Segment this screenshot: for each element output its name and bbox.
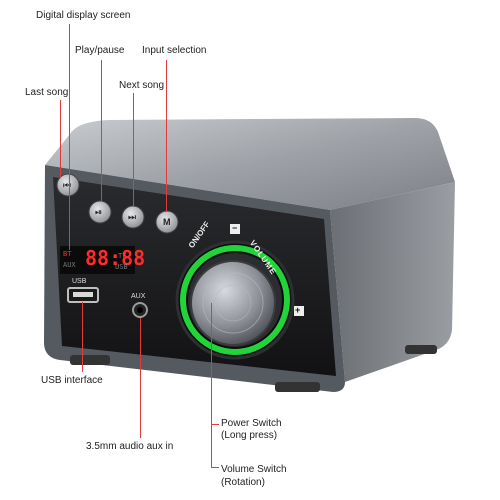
foot-right	[275, 382, 320, 392]
callout-play-pause: Play/pause	[75, 45, 125, 56]
next-button-glyph[interactable]: ⏭	[128, 212, 137, 222]
lcd-panel	[60, 246, 135, 274]
green-glow-ring	[180, 245, 290, 355]
prev-button-glyph[interactable]: ⏮	[63, 180, 72, 190]
callout-power-switch: Power Switch	[221, 418, 282, 429]
callout-digital-display: Digital display screen	[36, 10, 131, 21]
ring-minus-label: −	[232, 223, 238, 233]
prev-button	[56, 173, 80, 197]
mode-button	[155, 210, 179, 234]
lcd-bt-indicator: BT	[63, 250, 72, 258]
aux-port-label: AUX	[131, 293, 146, 300]
leader-volume	[211, 360, 212, 468]
foot-left	[70, 355, 110, 365]
callout-volume-switch-note: (Rotation)	[221, 477, 265, 488]
volume-knob	[190, 260, 276, 346]
mode-button-glyph[interactable]: M	[163, 217, 171, 227]
leader-last-song	[60, 100, 61, 178]
side-panel	[330, 182, 455, 382]
leader-display	[69, 24, 70, 250]
lcd-digits: 88:88	[85, 246, 146, 270]
lcd-tf-indicator: TF	[118, 252, 127, 260]
callout-aux-in: 3.5mm audio aux in	[86, 441, 174, 452]
foot-back	[405, 345, 437, 354]
callout-input-selection: Input selection	[142, 45, 207, 56]
leader-next-song	[133, 93, 134, 207]
leader-play-pause	[101, 60, 102, 202]
lcd-aux-indicator: AUX	[63, 261, 76, 269]
playpause-button-glyph[interactable]: ⏯	[95, 207, 103, 217]
callout-power-switch-note: (Long press)	[221, 430, 278, 441]
usb-port-label: USB	[72, 278, 87, 285]
playpause-button	[88, 200, 112, 224]
leader-input-selection	[166, 60, 167, 212]
callout-last-song: Last song	[25, 87, 69, 98]
leader-power-tick	[211, 424, 219, 425]
callout-usb-interface: USB interface	[41, 375, 103, 386]
lcd-usb-indicator: USB	[115, 263, 128, 271]
callout-next-song: Next song	[119, 80, 165, 91]
leader-volume-tick	[211, 467, 219, 468]
top-lid	[45, 118, 455, 210]
ring-plus-label: +	[295, 305, 301, 315]
callout-volume-switch: Volume Switch	[221, 464, 287, 475]
leader-usb	[82, 302, 83, 372]
leader-aux	[140, 318, 141, 438]
